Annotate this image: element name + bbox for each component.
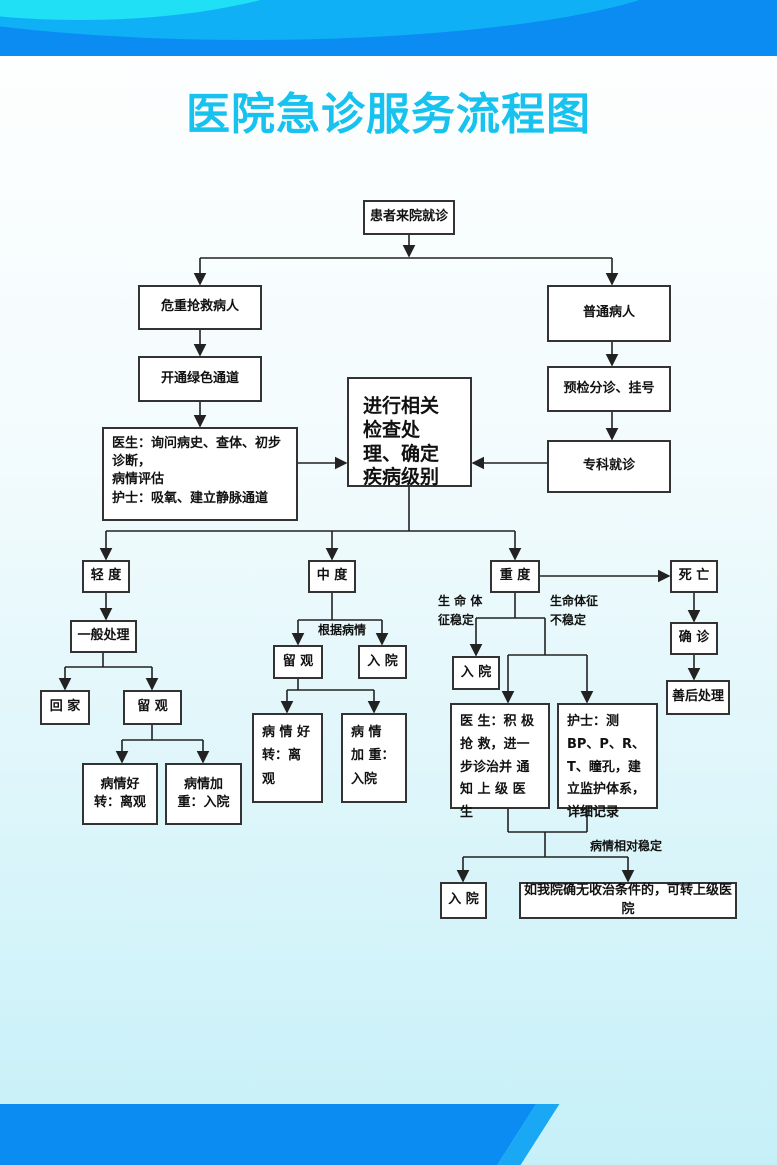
label-by-condition: 根据病情 [318, 623, 367, 637]
node-doctor-severe: 医 生：积 极 抢 救，进一步诊治并 通 知 上 级 医 生 [450, 703, 550, 820]
node-better-mild: 病情好转：离观 [82, 763, 158, 825]
node-aftercare: 善后处理 [666, 680, 730, 715]
doctor-line-2: 病情评估 [112, 472, 165, 488]
node-confirm: 确 诊 [670, 622, 718, 655]
node-mild: 轻 度 [82, 560, 130, 593]
node-death: 死 亡 [670, 560, 718, 593]
node-worse-moderate: 病 情 加 重：入院 [341, 713, 407, 803]
node-moderate: 中 度 [308, 560, 356, 593]
header-band [0, 0, 777, 56]
nurse-line: 护士：吸氧、建立静脉通道 [112, 490, 269, 506]
node-transfer: 如我院确无收治条件的，可转上级医院 [519, 882, 737, 919]
node-normal: 普通病人 [547, 285, 671, 342]
node-home: 回 家 [40, 690, 90, 725]
node-arrival: 患者来院就诊 [363, 200, 455, 235]
label-stable: 生 命 体 征稳定 [438, 594, 483, 628]
node-critical: 危重抢救病人 [138, 285, 262, 330]
node-admit-bottom: 入 院 [440, 882, 487, 919]
node-green-channel: 开通绿色通道 [138, 356, 262, 402]
node-better-moderate: 病 情 好 转：离观 [252, 713, 323, 803]
node-triage: 预检分诊、挂号 [547, 366, 671, 412]
footer-band [0, 1104, 537, 1165]
node-admit-severe: 入 院 [452, 656, 500, 690]
node-specialist: 专科就诊 [547, 440, 671, 493]
label-relatively-stable: 病情相对稳定 [590, 839, 663, 853]
node-observe-moderate: 留 观 [273, 645, 323, 679]
node-admit-moderate: 入 院 [358, 645, 407, 679]
doctor-line-1: 医生：询问病史、查体、初步诊断， [112, 436, 282, 470]
node-exam: 进行相关检查处理、确定疾病级别 [347, 377, 472, 488]
node-worse-mild: 病情加重：入院 [165, 763, 242, 825]
node-observe-mild: 留 观 [123, 690, 182, 725]
node-doctor-nurse: 医生：询问病史、查体、初步诊断， 病情评估 护士：吸氧、建立静脉通道 [102, 427, 298, 521]
node-severe: 重 度 [490, 560, 540, 593]
node-general: 一般处理 [70, 620, 137, 653]
node-nurse-severe: 护士：测 BP、P、R、T、瞳孔，建立监护体系，详细记录 [557, 703, 658, 820]
label-unstable: 生命体征 不稳定 [550, 594, 599, 628]
page-title: 医院急诊服务流程图 [186, 89, 591, 140]
